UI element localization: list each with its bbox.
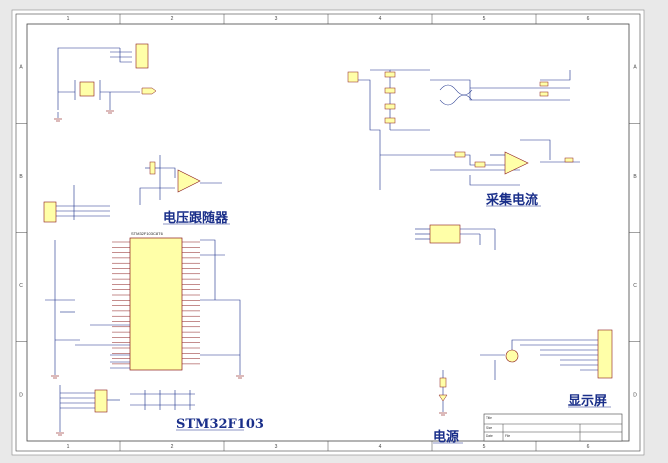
display-label: 显示屏 <box>568 394 607 409</box>
zone-column-label: 1 <box>67 444 70 450</box>
zone-column-label: 5 <box>483 444 486 450</box>
zone-column-label: 2 <box>171 16 174 22</box>
header-connector-j1 <box>135 43 149 69</box>
left-connector <box>43 185 110 223</box>
sheet-paper <box>11 9 645 456</box>
zone-rows: A A B B C C D D <box>16 65 640 398</box>
swd-connector <box>56 385 120 436</box>
shunt-resistors <box>347 71 574 168</box>
decoupling-capacitors <box>130 390 195 410</box>
power-label: 电源 <box>433 429 459 445</box>
mcu-wires <box>45 239 241 375</box>
zone-row-label: B <box>633 174 637 180</box>
mcu-label: STM32F103 <box>176 417 264 432</box>
mcu-part-name: STM32F103C8T6 <box>131 231 164 236</box>
zone-column-label: 3 <box>275 16 278 22</box>
zone-row-label: A <box>633 65 637 71</box>
voltage-follower-circuit <box>139 155 222 205</box>
mcu-pins <box>112 241 200 365</box>
zone-column-label: 6 <box>587 444 590 450</box>
zone-column-label: 6 <box>587 16 590 22</box>
zone-row-label: C <box>19 283 23 289</box>
zone-column-label: 4 <box>379 16 382 22</box>
voltage-follower-label: 电压跟随器 <box>163 210 229 226</box>
title-field: Title <box>486 416 492 420</box>
zone-row-label: A <box>19 65 23 71</box>
zone-row-label: D <box>633 392 637 398</box>
op-amp-current-sense <box>504 151 529 175</box>
crystal-component <box>79 43 157 97</box>
mcu-body <box>129 237 183 371</box>
amplifier-loops <box>439 84 473 106</box>
file-field: File <box>505 434 510 438</box>
zone-columns: 1 1 2 2 3 3 4 4 5 5 6 6 <box>67 14 590 451</box>
zone-row-label: B <box>19 174 23 180</box>
op-amp-follower <box>149 161 201 193</box>
power-indicator-circuit <box>438 370 448 416</box>
zone-column-label: 4 <box>379 444 382 450</box>
display-connector <box>597 329 613 379</box>
display-transistor <box>505 349 519 363</box>
size-field: Size <box>486 426 492 430</box>
small-chip-u3 <box>415 224 496 250</box>
power-led <box>438 394 448 402</box>
zone-column-label: 2 <box>171 444 174 450</box>
date-field: Date <box>486 434 493 438</box>
display-circuit <box>480 339 598 380</box>
current-sampling-circuit <box>355 69 580 190</box>
mcu-section: STM32F103C8T6 <box>112 231 200 371</box>
ground-symbol <box>54 110 114 122</box>
input-terminal <box>347 71 359 83</box>
zone-row-label: C <box>633 283 637 289</box>
zone-column-label: 3 <box>275 444 278 450</box>
oscillator-section <box>57 47 140 118</box>
net-port <box>141 87 157 95</box>
mcu-ground-symbols <box>51 375 244 379</box>
zone-column-label: 1 <box>67 16 70 22</box>
current-sampling-label: 采集电流 <box>485 192 538 208</box>
title-block: Title Size Date File <box>483 413 623 442</box>
zone-column-label: 5 <box>483 16 486 22</box>
zone-row-label: D <box>19 392 23 398</box>
